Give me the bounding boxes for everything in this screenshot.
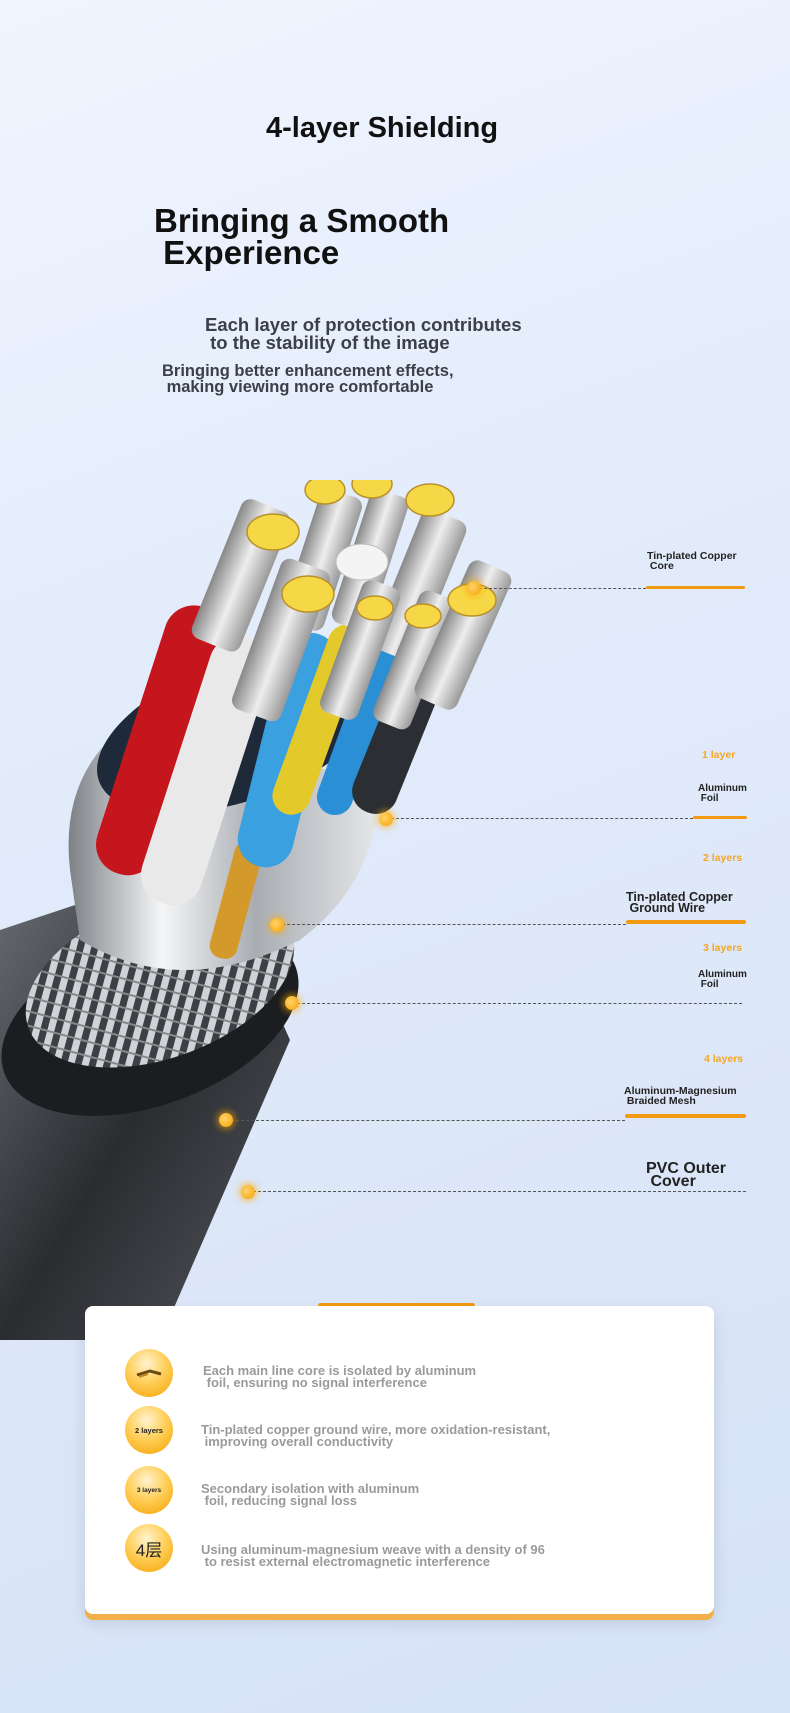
- copper-wire-icon: [136, 1369, 162, 1378]
- callout-label-aluminum-foil-1: Aluminum Foil: [698, 783, 747, 804]
- feature-badge-3: 3 layers: [125, 1466, 173, 1514]
- feature-text-1: Each main line core is isolated by alumi…: [203, 1363, 477, 1390]
- layer-tag-4: 4 layers: [704, 1053, 744, 1065]
- callout-marker-dot: [379, 812, 393, 826]
- feature-text-2: Tin-plated copper ground wire, more oxid…: [201, 1422, 551, 1449]
- callout-label-ground-wire: Tin-plated Copper Ground Wire: [626, 890, 733, 915]
- callout-leader-line: [292, 1003, 742, 1004]
- callout-label-copper-core: Tin-plated Copper Core: [647, 550, 737, 572]
- callout-leader-line: [277, 924, 626, 925]
- callout-marker-dot: [219, 1113, 233, 1127]
- layer-tag-2: 2 layers: [703, 852, 743, 864]
- feature-badge-1: [125, 1349, 173, 1397]
- card-accent-bar: [318, 1303, 475, 1308]
- callout-underline: [693, 816, 747, 819]
- feature-text-4: Using aluminum-magnesium weave with a de…: [201, 1542, 545, 1569]
- callout-leader-line: [474, 588, 646, 589]
- callout-label-braided-mesh: Aluminum-Magnesium Braided Mesh: [624, 1085, 737, 1107]
- callout-underline: [646, 586, 745, 589]
- callout-leader-line: [386, 818, 693, 819]
- layer-tag-3: 3 layers: [703, 942, 743, 954]
- feature-badge-2: 2 layers: [125, 1406, 173, 1454]
- callout-label-pvc-cover: PVC Outer Cover: [646, 1160, 727, 1190]
- callout-underline: [625, 1114, 746, 1118]
- features-card: [85, 1306, 714, 1614]
- callout-label-aluminum-foil-2: Aluminum Foil: [698, 969, 747, 990]
- feature-text-3: Secondary isolation with aluminum foil, …: [201, 1481, 420, 1508]
- description-secondary: Bringing better enhancement effects, mak…: [162, 362, 454, 396]
- cable-cross-section-illustration: [0, 480, 512, 1340]
- page-title: 4-layer Shielding: [266, 112, 499, 144]
- page-subtitle: Bringing a Smooth Experience: [154, 202, 450, 271]
- description-primary: Each layer of protection contributes to …: [205, 314, 522, 353]
- feature-badge-4: 4层: [125, 1524, 173, 1572]
- callout-leader-line: [248, 1191, 746, 1192]
- callout-marker-dot: [285, 996, 299, 1010]
- layer-tag-1: 1 layer: [702, 749, 736, 761]
- callout-marker-dot: [270, 918, 284, 932]
- callout-underline: [626, 920, 746, 924]
- callout-leader-line: [226, 1120, 625, 1121]
- callout-marker-dot: [467, 581, 481, 595]
- callout-marker-dot: [241, 1185, 255, 1199]
